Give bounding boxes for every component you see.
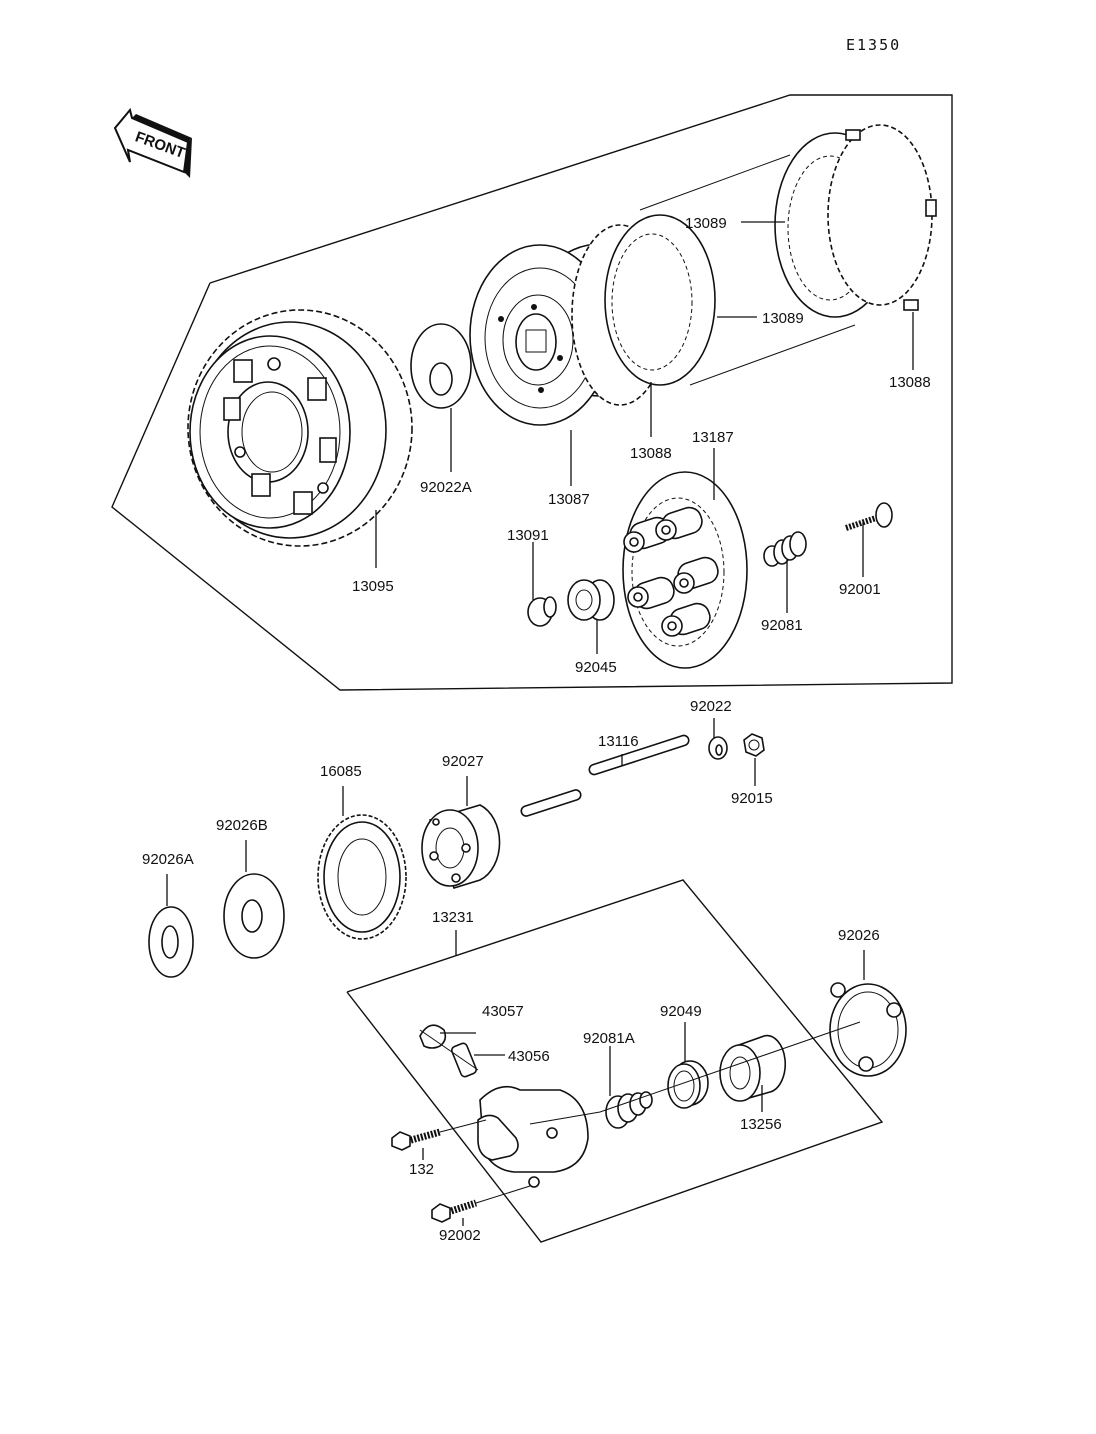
label-13187: 13187 bbox=[692, 429, 734, 446]
part-92001-bolt[interactable] bbox=[845, 502, 893, 531]
label-92045: 92045 bbox=[575, 659, 617, 676]
lower-group-frame bbox=[346, 879, 884, 1243]
label-13087: 13087 bbox=[548, 491, 590, 508]
part-92027-collar[interactable] bbox=[421, 804, 501, 889]
part-13088-friction-plate-rear[interactable] bbox=[827, 124, 937, 311]
label-13095: 13095 bbox=[352, 578, 394, 595]
label-92081: 92081 bbox=[761, 617, 803, 634]
label-92026B: 92026B bbox=[216, 817, 268, 834]
label-43056: 43056 bbox=[508, 1048, 550, 1065]
part-13187-pressure-plate[interactable] bbox=[622, 471, 748, 669]
part-92026B-washer[interactable] bbox=[223, 873, 285, 959]
part-43057-bleeder-cap[interactable] bbox=[419, 1024, 447, 1049]
label-92022A: 92022A bbox=[420, 479, 472, 496]
part-13116-push-rod[interactable] bbox=[520, 734, 690, 817]
label-13089-rear: 13089 bbox=[685, 215, 727, 232]
label-92081A: 92081A bbox=[583, 1030, 635, 1047]
label-92026: 92026 bbox=[838, 927, 880, 944]
part-92026-gasket[interactable] bbox=[829, 982, 907, 1077]
label-13088-rear: 13088 bbox=[889, 374, 931, 391]
label-16085: 16085 bbox=[320, 763, 362, 780]
part-13256-piston[interactable] bbox=[719, 1034, 787, 1102]
part-92015-nut[interactable] bbox=[743, 733, 765, 757]
part-132-bolt[interactable] bbox=[391, 1128, 441, 1151]
label-13089-mid: 13089 bbox=[762, 310, 804, 327]
label-92001: 92001 bbox=[839, 581, 881, 598]
label-92026A: 92026A bbox=[142, 851, 194, 868]
part-slave-cylinder-body[interactable] bbox=[477, 1085, 589, 1188]
front-arrow-icon: FRONT bbox=[113, 107, 192, 178]
label-13091: 13091 bbox=[507, 527, 549, 544]
part-13089-steel-plate[interactable] bbox=[604, 214, 716, 386]
label-92002: 92002 bbox=[439, 1227, 481, 1244]
part-92022A-washer[interactable] bbox=[410, 323, 472, 409]
label-13256: 13256 bbox=[740, 1116, 782, 1133]
part-92002-bolt[interactable] bbox=[431, 1199, 478, 1223]
part-92049-seal[interactable] bbox=[667, 1060, 709, 1109]
label-92015: 92015 bbox=[731, 790, 773, 807]
label-13231: 13231 bbox=[432, 909, 474, 926]
label-13088-front: 13088 bbox=[630, 445, 672, 462]
part-92081-spring[interactable] bbox=[763, 531, 807, 567]
part-16085-gear[interactable] bbox=[317, 814, 407, 940]
label-92027: 92027 bbox=[442, 753, 484, 770]
leader-lines bbox=[166, 221, 914, 1226]
label-132: 132 bbox=[409, 1161, 434, 1178]
part-92026A-washer[interactable] bbox=[148, 906, 194, 978]
label-13116: 13116 bbox=[598, 733, 639, 750]
diagram-code: E1350 bbox=[846, 36, 901, 54]
label-92049: 92049 bbox=[660, 1003, 702, 1020]
part-92045-bearing[interactable] bbox=[567, 579, 615, 621]
label-43057: 43057 bbox=[482, 1003, 524, 1020]
label-92022: 92022 bbox=[690, 698, 732, 715]
part-13091-pusher[interactable] bbox=[527, 596, 557, 627]
part-13095-clutch-housing[interactable] bbox=[187, 309, 413, 547]
part-92081A-spring[interactable] bbox=[605, 1091, 653, 1129]
upper-group-frame bbox=[111, 94, 953, 691]
part-92022-washer[interactable] bbox=[708, 736, 728, 760]
